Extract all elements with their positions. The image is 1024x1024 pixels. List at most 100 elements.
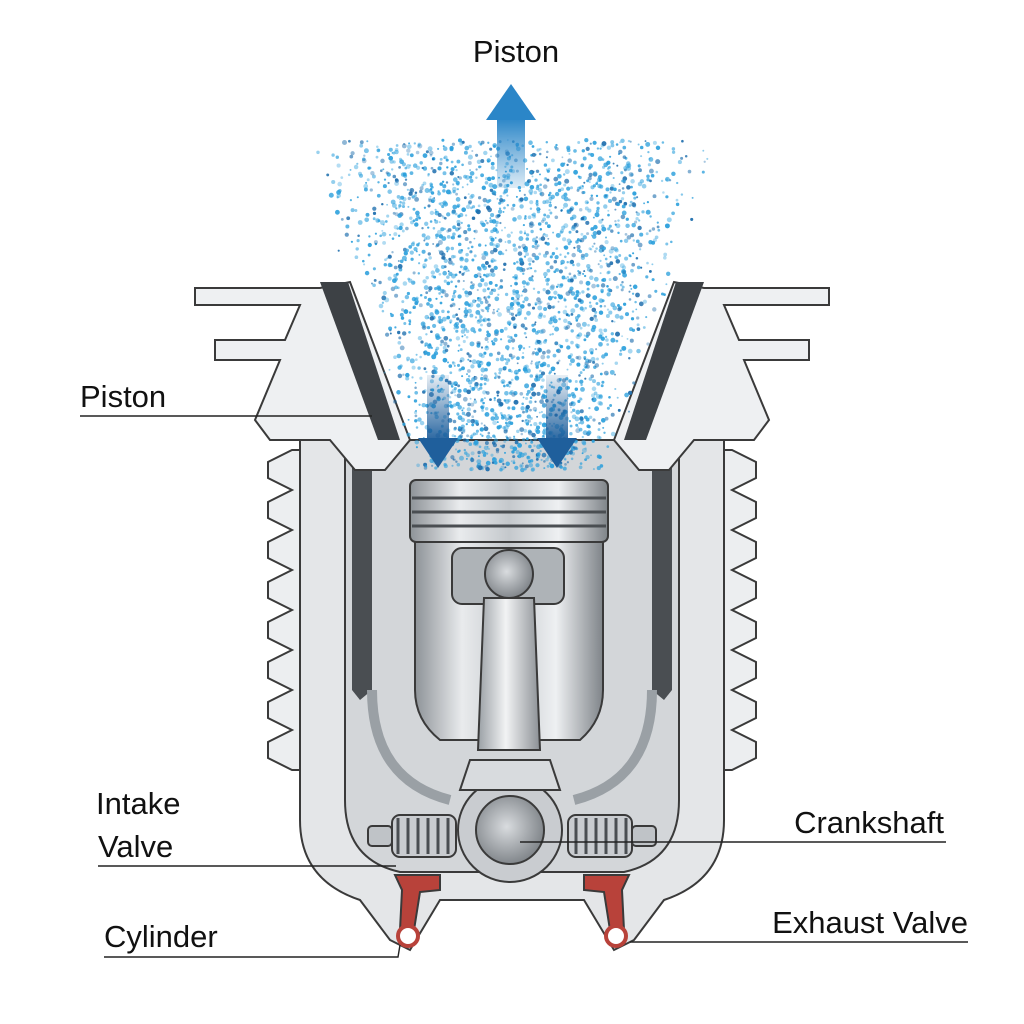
- spray-droplet: [373, 278, 377, 282]
- spray-droplet: [458, 249, 463, 254]
- spray-droplet: [440, 339, 444, 344]
- spray-droplet: [564, 178, 570, 184]
- spray-droplet: [422, 263, 427, 269]
- spray-droplet: [583, 270, 586, 273]
- spray-droplet: [496, 197, 499, 200]
- spray-droplet: [630, 317, 635, 321]
- spray-droplet: [599, 272, 602, 275]
- spray-droplet: [484, 411, 490, 417]
- spray-droplet: [456, 317, 460, 321]
- spray-droplet: [547, 304, 552, 310]
- spray-droplet: [326, 173, 330, 177]
- spray-droplet: [519, 391, 524, 396]
- spray-droplet: [543, 213, 547, 217]
- spray-droplet: [409, 164, 412, 167]
- spray-droplet: [439, 250, 444, 256]
- spray-droplet: [546, 355, 550, 359]
- spray-droplet: [417, 366, 421, 370]
- spray-droplet: [642, 326, 646, 329]
- spray-droplet: [435, 236, 438, 240]
- spray-droplet: [603, 204, 608, 209]
- spray-droplet: [628, 298, 632, 301]
- spray-droplet: [441, 316, 447, 322]
- spray-droplet: [457, 294, 462, 299]
- spray-droplet: [654, 289, 658, 293]
- spray-droplet: [401, 204, 406, 209]
- spray-droplet: [576, 362, 581, 367]
- spray-droplet: [459, 348, 463, 352]
- spray-droplet: [637, 164, 641, 168]
- spray-droplet: [592, 234, 597, 239]
- spray-droplet: [530, 467, 535, 472]
- spray-droplet: [648, 157, 654, 162]
- spray-droplet: [567, 158, 572, 163]
- spray-droplet: [510, 231, 513, 234]
- head-seal-right: [624, 282, 704, 440]
- spray-droplet: [362, 259, 365, 263]
- spray-droplet: [583, 181, 586, 184]
- spray-droplet: [539, 399, 544, 404]
- spray-droplet: [414, 191, 418, 194]
- spray-droplet: [596, 284, 600, 288]
- spray-droplet: [367, 253, 371, 257]
- spray-droplet: [530, 449, 535, 453]
- spray-droplet: [473, 441, 477, 446]
- spray-droplet: [540, 354, 546, 360]
- spray-droplet: [608, 395, 611, 399]
- spray-droplet: [512, 203, 516, 208]
- spray-droplet: [475, 432, 478, 436]
- spray-droplet: [507, 358, 511, 362]
- spray-droplet: [469, 171, 475, 176]
- spray-droplet: [521, 419, 524, 423]
- spray-droplet: [601, 218, 604, 221]
- spray-droplet: [580, 255, 586, 260]
- spray-droplet: [481, 449, 486, 454]
- spray-droplet: [614, 373, 616, 376]
- spray-droplet: [577, 291, 581, 295]
- spray-droplet: [372, 206, 377, 211]
- spray-droplet: [519, 304, 525, 309]
- spray-droplet: [631, 262, 636, 267]
- spray-droplet: [414, 390, 419, 395]
- spray-droplet: [409, 358, 415, 364]
- spray-droplet: [610, 140, 615, 145]
- spray-droplet: [584, 206, 589, 211]
- spray-droplet: [471, 205, 476, 209]
- spray-droplet: [443, 341, 448, 346]
- spray-droplet: [349, 154, 354, 159]
- spray-droplet: [615, 285, 619, 289]
- spray-droplet: [523, 247, 528, 253]
- spray-droplet: [342, 140, 347, 145]
- spray-droplet: [454, 273, 458, 277]
- spray-droplet: [523, 467, 527, 471]
- spray-droplet: [397, 213, 403, 218]
- spray-droplet: [433, 264, 439, 269]
- spray-droplet: [569, 432, 573, 436]
- spray-droplet: [452, 204, 458, 210]
- spray-droplet: [528, 189, 534, 194]
- spray-droplet: [571, 414, 577, 420]
- spray-droplet: [492, 443, 497, 448]
- spray-droplet: [574, 201, 578, 206]
- spray-droplet: [367, 242, 372, 248]
- spray-droplet: [591, 398, 594, 401]
- spray-droplet: [535, 169, 540, 174]
- spray-droplet: [438, 272, 442, 276]
- spray-droplet: [484, 244, 487, 247]
- spray-droplet: [464, 237, 469, 241]
- spray-droplet: [583, 274, 587, 278]
- spray-droplet: [533, 437, 537, 441]
- spray-droplet: [645, 232, 649, 236]
- spray-droplet: [349, 199, 352, 202]
- spray-droplet: [505, 461, 510, 467]
- spray-droplet: [492, 311, 496, 315]
- spray-droplet: [436, 229, 442, 235]
- spray-droplet: [437, 190, 440, 193]
- spray-droplet: [614, 255, 619, 260]
- spray-droplet: [494, 283, 498, 287]
- spray-droplet: [631, 222, 636, 228]
- spray-droplet: [569, 286, 574, 291]
- spray-droplet: [499, 194, 503, 198]
- spray-droplet: [371, 282, 373, 285]
- spray-droplet: [596, 201, 600, 205]
